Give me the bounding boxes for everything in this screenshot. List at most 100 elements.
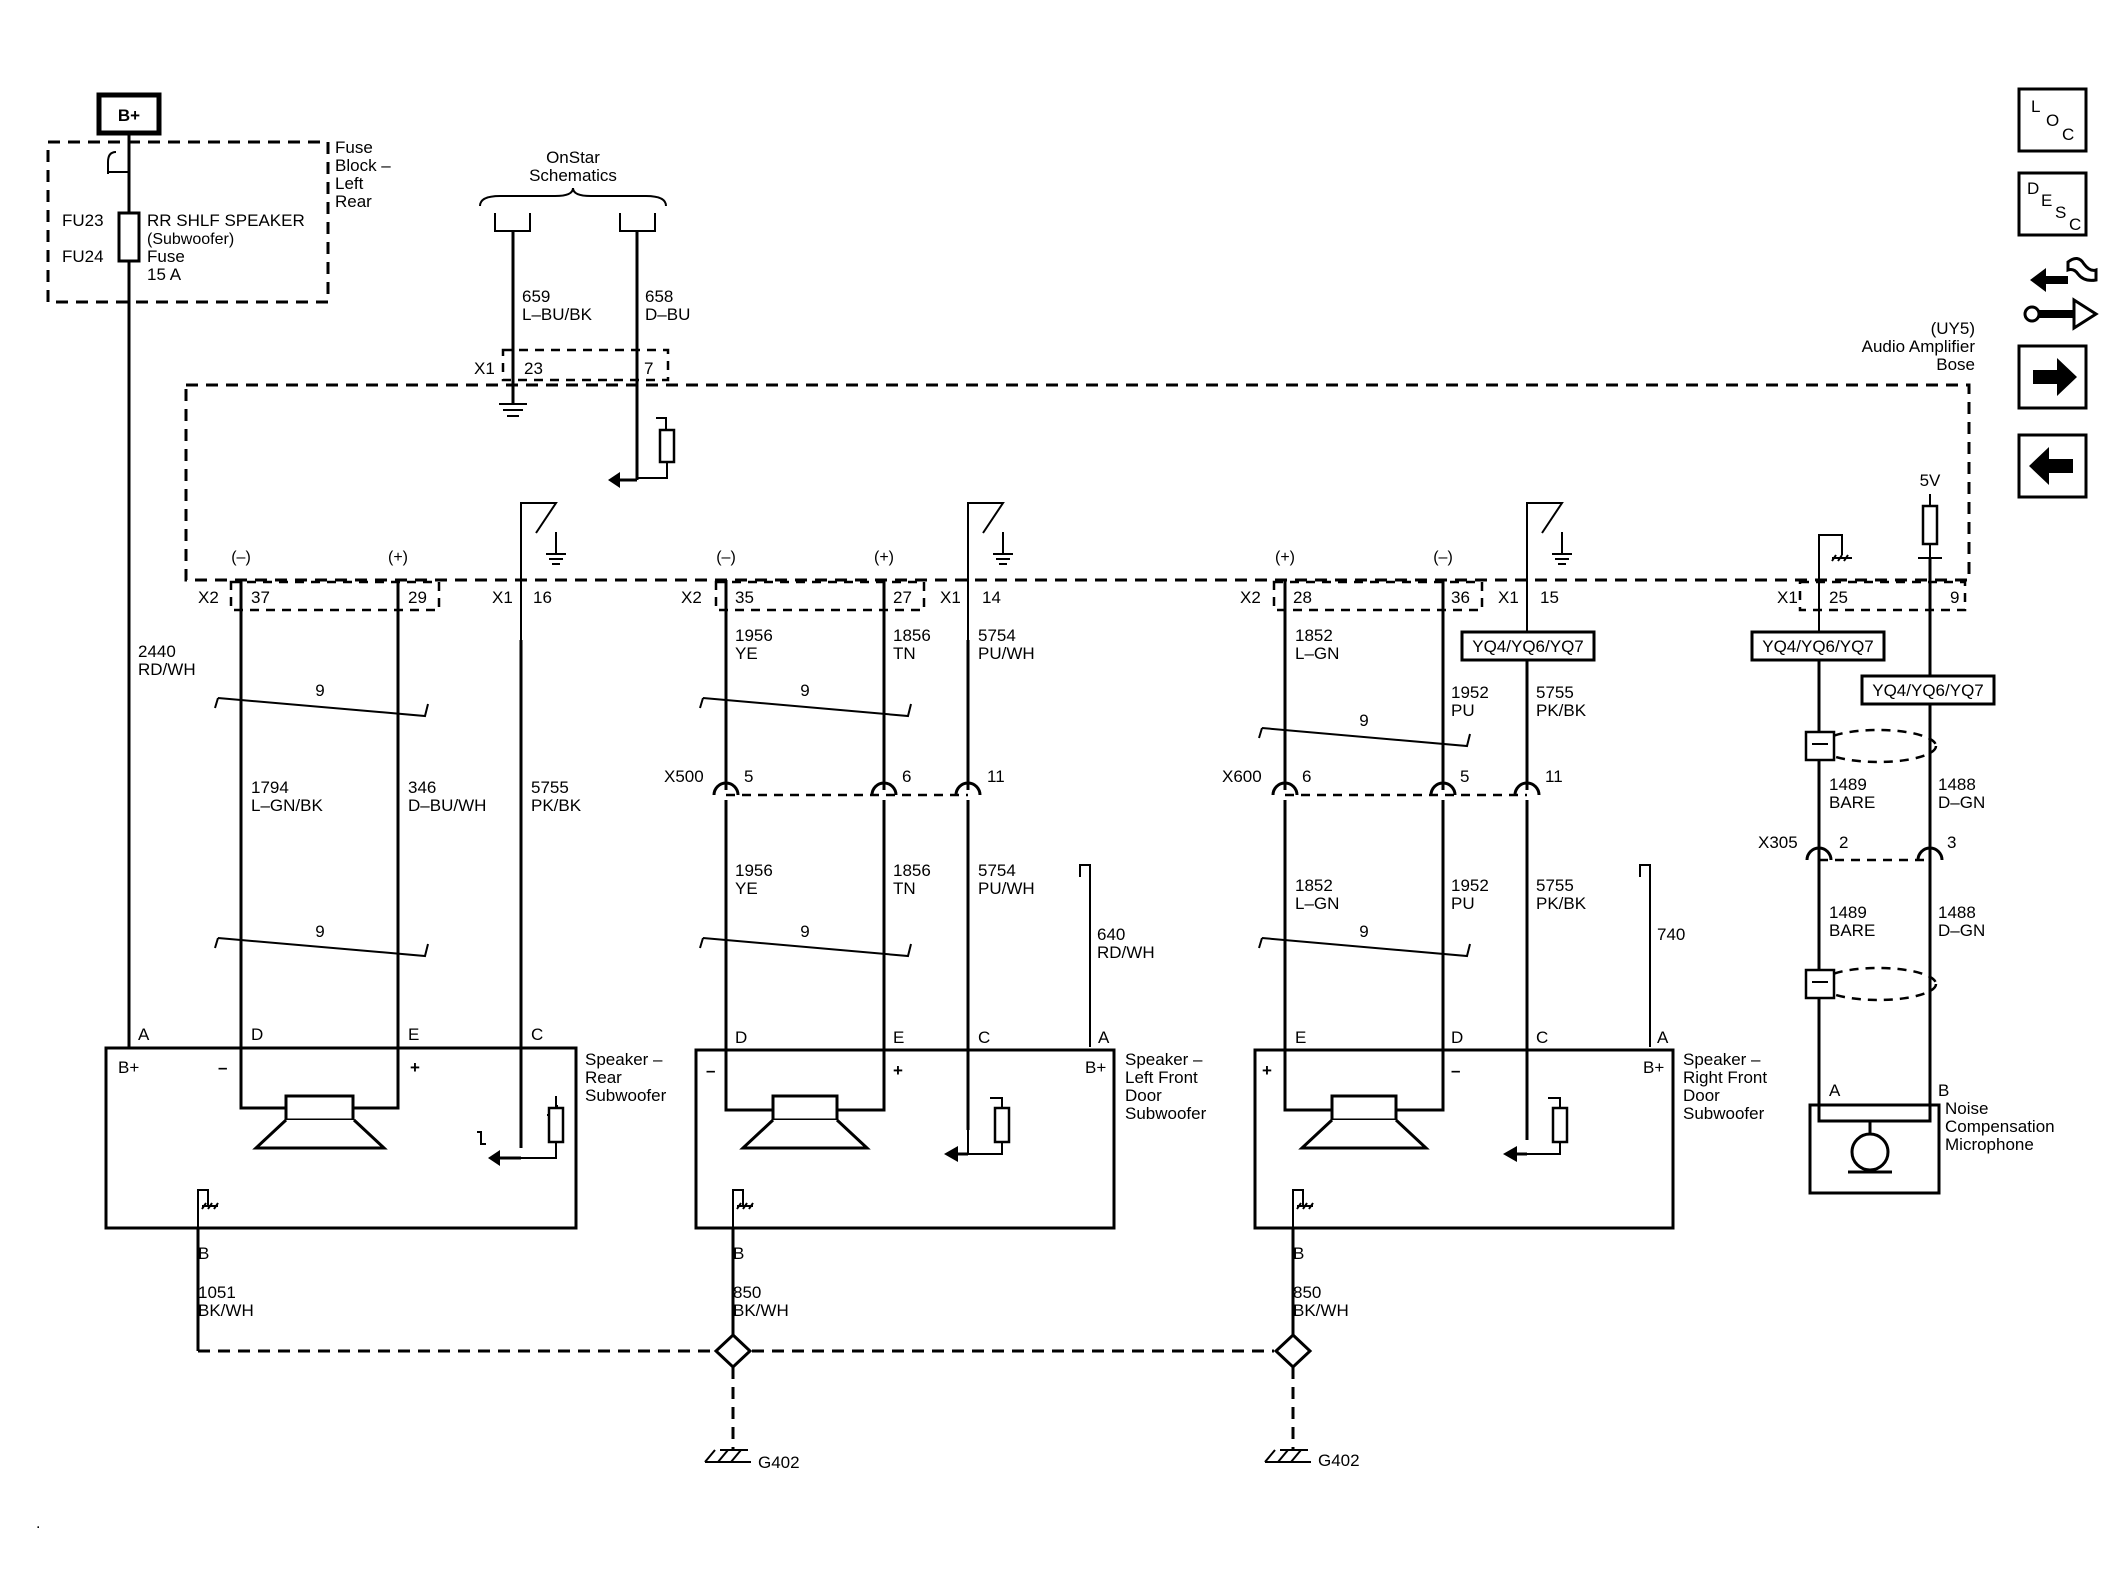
wire-659-label: 659 L–BU/BK: [522, 287, 593, 324]
diagram-text: 740: [1657, 925, 1685, 944]
diagram-text: L–GN/BK: [251, 796, 323, 815]
diagram-text: 29: [408, 588, 427, 607]
diagram-text: YQ4/YQ6/YQ7: [1872, 681, 1984, 700]
diagram-text: D–BU/WH: [408, 796, 486, 815]
diagram-text: YE: [735, 879, 758, 898]
diagram-text: RD/WH: [138, 660, 196, 679]
diagram-text: Microphone: [1945, 1135, 2034, 1154]
diagram-text: 2: [1839, 833, 1848, 852]
diagram-text: 6: [1302, 767, 1311, 786]
diagram-text: YE: [735, 644, 758, 663]
x2-rear-connector: [229, 580, 441, 612]
amp-internal-switch-icons: [520, 494, 1942, 640]
ground-icon: [1292, 1189, 1314, 1228]
diagram-text: (–): [716, 549, 736, 566]
diagram-text: X500: [664, 767, 704, 786]
diagram-text: Subwoofer: [1125, 1104, 1207, 1123]
diagram-text: L–GN: [1295, 894, 1339, 913]
arrow-left-icon: [2029, 447, 2073, 485]
diagram-text: E: [893, 1028, 904, 1047]
pullup-resistor-icon: [477, 1096, 565, 1166]
x1-top-label: X1: [474, 359, 495, 378]
diagram-text: 1794: [251, 778, 289, 797]
diagram-text: BARE: [1829, 793, 1875, 812]
diagram-text: 850: [1293, 1283, 1321, 1302]
diagram-text: 9: [1950, 588, 1959, 607]
previous-page-button[interactable]: [2017, 433, 2088, 499]
diagram-text: X2: [681, 588, 702, 607]
diagram-text: 11: [987, 767, 1005, 786]
diagram-text: 640: [1097, 925, 1125, 944]
pullup-resistor-icon: [1503, 1097, 1569, 1162]
tools-transfer-icon[interactable]: [2023, 257, 2099, 331]
diagram-text: PU: [1451, 894, 1475, 913]
diagram-text: 28: [1293, 588, 1312, 607]
diagram-text: C: [531, 1025, 543, 1044]
diagram-text: 3: [1947, 833, 1956, 852]
desc-button[interactable]: D E S C: [2017, 171, 2088, 237]
diagram-text: Noise: [1945, 1099, 1988, 1118]
diagram-text: 1489: [1829, 775, 1867, 794]
diagram-text: B+: [1085, 1058, 1106, 1077]
diagram-text: L–BU/BK: [522, 305, 593, 324]
twisted-pair-marks: 9 9 9 9 9 9: [214, 681, 1471, 958]
diagram-text: 850: [733, 1283, 761, 1302]
x1-connector-top: [501, 348, 670, 382]
diagram-text: 659: [522, 287, 550, 306]
diagram-text: 1488: [1938, 775, 1976, 794]
diagram-text: B: [198, 1244, 209, 1263]
diagram-text: 658: [645, 287, 673, 306]
diagram-text: Subwoofer: [1683, 1104, 1765, 1123]
ground-icon: [704, 1449, 1311, 1463]
diagram-text: A: [138, 1025, 150, 1044]
diagram-text: 27: [893, 588, 912, 607]
diagram-text: 14: [982, 588, 1001, 607]
diagram-text: Block –: [335, 156, 391, 175]
diagram-text: YQ4/YQ6/YQ7: [1762, 637, 1874, 656]
diagram-text: Compensation: [1945, 1117, 2055, 1136]
diagram-text: 25: [1829, 588, 1848, 607]
diagram-text: Rear: [335, 192, 372, 211]
ground-g402-right: G402: [1318, 1451, 1360, 1470]
voltage-5v-label: 5V: [1920, 471, 1941, 490]
diagram-text: 9: [315, 681, 324, 700]
diagram-text: Right Front: [1683, 1068, 1767, 1087]
right-front-subwoofer-component: [1253, 1048, 1675, 1230]
diagram-text: 5754: [978, 626, 1016, 645]
diagram-text: 9: [315, 922, 324, 941]
diagram-text: D–GN: [1938, 793, 1985, 812]
diagram-text: PU/WH: [978, 879, 1035, 898]
diagram-text: A: [1829, 1081, 1841, 1100]
amplifier-label: (UY5) Audio Amplifier Bose: [1862, 319, 1976, 374]
diagram-text: E: [1295, 1028, 1306, 1047]
diagram-text: E: [408, 1025, 419, 1044]
pullup-resistor-icon: [608, 417, 676, 488]
fuse-block-label: Fuse Block – Left Rear: [335, 138, 391, 211]
diagram-text: 5755: [1536, 876, 1574, 895]
diagram-text: D–GN: [1938, 921, 1985, 940]
diagram-text: S: [2055, 203, 2066, 222]
diagram-text: 16: [533, 588, 552, 607]
diagram-text: A: [1657, 1028, 1669, 1047]
inline-connector-x600: X600 6 5 11: [1222, 767, 1563, 797]
diagram-text: RR SHLF SPEAKER: [147, 211, 305, 230]
option-badge-mic-right: YQ4/YQ6/YQ7: [1860, 674, 1996, 706]
option-badge-right: YQ4/YQ6/YQ7: [1460, 630, 1596, 662]
left-front-subwoofer-pins: D E C A – + B+ B: [706, 1028, 1110, 1263]
diagram-text: PU: [1451, 701, 1475, 720]
diagram-text: L–GN: [1295, 644, 1339, 663]
next-page-button[interactable]: [2017, 344, 2088, 410]
microphone-icon: [1817, 1105, 1932, 1174]
ground-g402-left: G402: [758, 1453, 800, 1472]
diagram-text: B: [1293, 1244, 1304, 1263]
diagram-text: 1051: [198, 1283, 236, 1302]
diagram-text: 1956: [735, 626, 773, 645]
loc-button[interactable]: L O C: [2017, 87, 2088, 153]
diagram-text: 1852: [1295, 876, 1333, 895]
diagram-text: O: [2046, 111, 2059, 130]
diagram-text: D: [2027, 179, 2039, 198]
diagram-text: (Subwoofer): [147, 231, 234, 248]
diagram-text: 2440: [138, 642, 176, 661]
diagram-text: PK/BK: [1536, 701, 1587, 720]
pullup-resistor-icon: [944, 1097, 1011, 1162]
